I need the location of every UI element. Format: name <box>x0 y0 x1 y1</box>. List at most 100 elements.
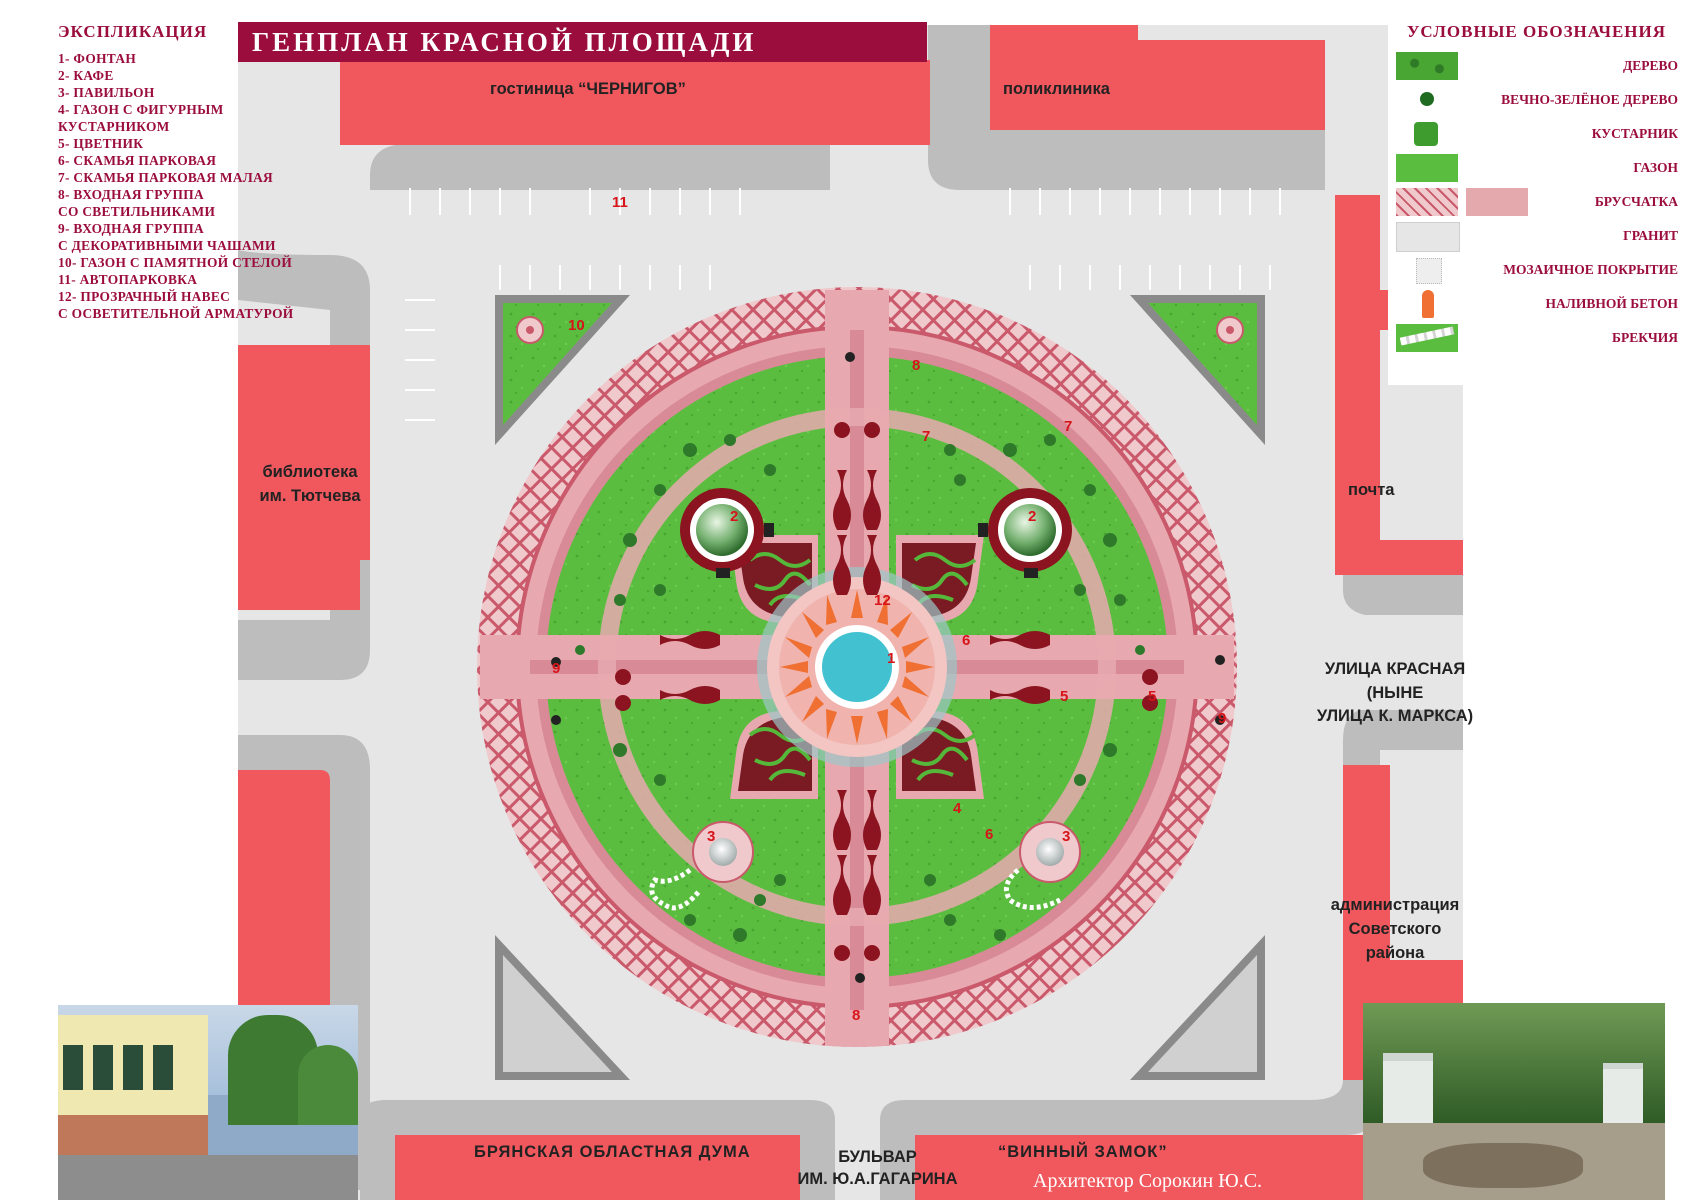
number-bench: 6 <box>985 826 994 843</box>
number-cafe: 2 <box>1028 508 1037 525</box>
granite-swatch <box>1396 222 1460 252</box>
pavilion-right <box>1003 821 1081 910</box>
legend-label: ГРАНИТ <box>1623 228 1678 243</box>
explication-item: 3- ПАВИЛЬОН <box>58 85 155 100</box>
number-fountain: 1 <box>887 650 896 667</box>
explication-panel: ЭКСПЛИКАЦИЯ 1- ФОНТАН 2- КАФЕ 3- ПАВИЛЬО… <box>58 22 343 322</box>
number-flowerbed: 5 <box>1148 688 1157 705</box>
number-stele-lawn: 10 <box>568 317 585 334</box>
label-admin-3: района <box>1365 944 1425 962</box>
legend-row: ВЕЧНО-ЗЕЛЁНОЕ ДЕРЕВО <box>1396 84 1681 116</box>
label-hotel: гостиница “ЧЕРНИГОВ” <box>490 80 686 98</box>
legend-panel: УСЛОВНЫЕ ОБОЗНАЧЕНИЯ ДЕРЕВО ВЕЧНО-ЗЕЛЁНО… <box>1388 20 1688 385</box>
label-admin-1: администрация <box>1330 896 1460 914</box>
flowerbeds <box>615 422 1158 961</box>
explication-item: С ДЕКОРАТИВНЫМИ ЧАШАМИ <box>58 238 276 253</box>
explication-item: 4- ГАЗОН С ФИГУРНЫМ <box>58 102 224 117</box>
label-wine-castle: “ВИННЫЙ ЗАМОК” <box>998 1143 1168 1161</box>
explication-item: 5- ЦВЕТНИК <box>58 136 144 151</box>
number-pavilion: 3 <box>1062 828 1071 845</box>
building-library <box>238 345 370 610</box>
evergreen-swatch <box>1396 86 1458 114</box>
explication-item: 2- КАФЕ <box>58 68 114 83</box>
lawn-swatch <box>1396 154 1458 182</box>
number-cafe: 2 <box>730 508 739 525</box>
photo-building <box>58 1005 358 1200</box>
number-canopy: 12 <box>874 592 891 609</box>
parking-stripes <box>405 188 1281 421</box>
legend-row: ГАЗОН <box>1396 152 1681 184</box>
legend-label: БРЕКЧИЯ <box>1612 330 1678 345</box>
building-hotel <box>340 60 930 145</box>
legend-label: ГАЗОН <box>1633 160 1678 175</box>
number-parking: 11 <box>612 194 628 211</box>
legend-label: КУСТАРНИК <box>1591 126 1678 141</box>
shrub-swatch <box>1396 120 1458 148</box>
building-clinic <box>990 25 1325 130</box>
legend-label: МОЗАИЧНОЕ ПОКРЫТИЕ <box>1503 262 1678 277</box>
ornament-swirls <box>748 552 977 782</box>
pavilion-left <box>649 821 754 911</box>
explication-item: 7- СКАМЬЯ ПАРКОВАЯ МАЛАЯ <box>58 170 274 185</box>
explication-item: 10- ГАЗОН С ПАМЯТНОЙ СТЕЛОЙ <box>58 255 293 270</box>
legend-row: НАЛИВНОЙ БЕТОН <box>1396 288 1681 320</box>
breccia-swatch <box>1396 324 1458 352</box>
tree-swatch <box>1396 52 1458 80</box>
explication-item: 1- ФОНТАН <box>58 51 137 66</box>
number-entry-bowls: 9 <box>552 660 561 677</box>
label-street-2: (НЫНЕ <box>1366 684 1424 702</box>
legend-row: МОЗАИЧНОЕ ПОКРЫТИЕ <box>1396 254 1681 286</box>
label-street-3: УЛИЦА К. МАРКСА) <box>1316 707 1474 725</box>
legend-heading: УСЛОВНЫЕ ОБОЗНАЧЕНИЯ <box>1406 22 1666 41</box>
entry-lamps <box>551 352 1225 983</box>
mosaic-swatch <box>1396 256 1458 284</box>
number-entry-bowls: 9 <box>1218 710 1227 727</box>
corner-triangles <box>495 295 1265 1080</box>
cafe-right <box>978 488 1072 578</box>
label-clinic: поликлиника <box>1003 80 1110 98</box>
number-pavilion: 3 <box>707 828 716 845</box>
building-wine-castle <box>915 1135 1380 1200</box>
label-boulevard-1: БУЛЬВАР <box>838 1148 917 1166</box>
building-admin <box>1343 765 1463 1080</box>
building-duma <box>395 1135 800 1200</box>
legend-label: НАЛИВНОЙ БЕТОН <box>1545 296 1678 311</box>
explication-item: 11- АВТОПАРКОВКА <box>58 272 198 287</box>
title-bar: ГЕНПЛАН КРАСНОЙ ПЛОЩАДИ <box>238 22 927 62</box>
explication-item: 6- СКАМЬЯ ПАРКОВАЯ <box>58 153 217 168</box>
number-entry-lamps: 8 <box>912 357 921 374</box>
legend-label: ВЕЧНО-ЗЕЛЁНОЕ ДЕРЕВО <box>1501 92 1678 107</box>
page-title: ГЕНПЛАН КРАСНОЙ ПЛОЩАДИ <box>252 27 757 57</box>
label-street-1: УЛИЦА КРАСНАЯ <box>1324 660 1466 678</box>
label-admin-2: Советского <box>1348 920 1442 938</box>
poured-concrete-swatch <box>1396 290 1458 318</box>
legend-row: КУСТАРНИК <box>1396 118 1681 150</box>
label-post: почта <box>1348 481 1395 499</box>
paving-plain-swatch <box>1466 188 1528 216</box>
explication-item: 12- ПРОЗРАЧНЫЙ НАВЕС <box>58 289 231 304</box>
explication-item: 8- ВХОДНАЯ ГРУППА <box>58 187 204 202</box>
label-library-1: библиотека <box>262 463 358 481</box>
number-small-bench: 7 <box>922 428 931 445</box>
legend-row: БРЕКЧИЯ <box>1396 322 1681 354</box>
legend-label: БРУСЧАТКА <box>1594 194 1678 209</box>
explication-item: СО СВЕТИЛЬНИКАМИ <box>58 204 216 219</box>
number-entry-lamps: 8 <box>852 1007 861 1024</box>
legend-row: ГРАНИТ <box>1396 220 1681 252</box>
number-small-bench: 7 <box>1064 418 1073 435</box>
label-boulevard-2: ИМ. Ю.А.ГАГАРИНА <box>797 1170 958 1188</box>
cafe-left <box>680 488 774 578</box>
legend-row: ДЕРЕВО <box>1396 50 1681 82</box>
label-duma: БРЯНСКАЯ ОБЛАСТНАЯ ДУМА <box>474 1143 751 1161</box>
number-lawn-shrub: 4 <box>953 800 962 817</box>
paving-swatch <box>1396 188 1458 216</box>
legend-label: ДЕРЕВО <box>1622 58 1678 73</box>
explication-item: С ОСВЕТИТЕЛЬНОЙ АРМАТУРОЙ <box>58 306 294 321</box>
explication-item: 9- ВХОДНАЯ ГРУППА <box>58 221 204 236</box>
fountain <box>757 567 957 767</box>
label-library-2: им. Тютчева <box>259 487 361 505</box>
legend-row: БРУСЧАТКА <box>1396 186 1681 218</box>
number-flowerbed: 5 <box>1060 688 1069 705</box>
number-bench: 6 <box>962 632 971 649</box>
trees <box>575 434 1145 942</box>
